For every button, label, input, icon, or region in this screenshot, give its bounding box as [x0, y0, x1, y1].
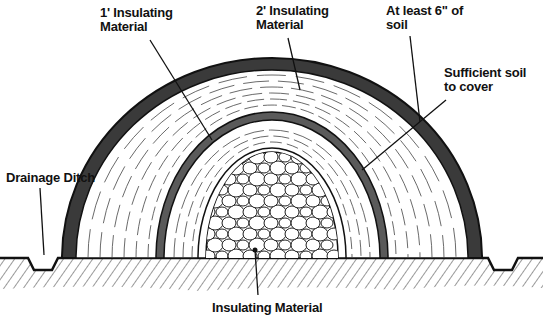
- crop-piece: [300, 207, 312, 217]
- crop-piece: [279, 152, 291, 162]
- crop-piece: [300, 185, 312, 195]
- leader-dot: [253, 248, 258, 253]
- stored-crop-pile: [206, 152, 338, 258]
- callout-label-box: Sufficient soil to cover: [444, 66, 538, 95]
- crop-piece: [279, 174, 291, 184]
- crop-piece: [306, 151, 320, 163]
- leader-lines: [40, 36, 446, 295]
- fibre-stroke: [148, 105, 396, 258]
- crop-piece: [300, 229, 312, 239]
- crop-piece: [222, 151, 236, 163]
- crop-piece: [258, 163, 270, 173]
- crop-piece: [249, 150, 265, 164]
- crop-piece: [207, 194, 223, 208]
- leader-line: [410, 36, 420, 122]
- crop-piece: [237, 218, 249, 228]
- crop-piece: [237, 152, 249, 162]
- crop-piece: [327, 184, 341, 196]
- fibre-stroke: [136, 99, 408, 258]
- leader-line: [362, 100, 446, 170]
- fibre-stroke: [100, 81, 444, 258]
- leader-line: [288, 38, 300, 90]
- crop-piece: [327, 162, 341, 174]
- callout-label-box: 1' Insulating Material: [100, 6, 192, 35]
- callout-label: Drainage Ditch: [6, 171, 95, 185]
- base-insulation-layer: [198, 148, 346, 258]
- crop-piece: [327, 250, 341, 262]
- outer-soil-layer: [62, 58, 482, 258]
- crop-piece: [207, 172, 223, 186]
- fibre-stroke: [88, 75, 456, 258]
- fibre-stroke: [183, 136, 361, 258]
- crop-piece: [237, 240, 249, 250]
- callout-label: At least 6" of soil: [386, 4, 468, 33]
- crop-piece: [321, 218, 333, 228]
- crop-piece: [327, 228, 341, 240]
- crop-piece: [258, 207, 270, 217]
- outer-insulation-layer: [76, 70, 468, 258]
- inner-soil-layer: [156, 112, 388, 258]
- ground-soil: [0, 258, 543, 291]
- callout-label: Sufficient soil to cover: [444, 66, 538, 95]
- inner-insulation-layer: [164, 120, 380, 258]
- fibre-stroke: [192, 142, 352, 258]
- crop-piece: [258, 251, 270, 261]
- crop-piece: [216, 251, 228, 261]
- crop-piece: [321, 196, 333, 206]
- inner-insulation-texture: [174, 130, 370, 258]
- crop-piece: [327, 206, 341, 218]
- ground-line: [0, 258, 543, 270]
- crop-piece: [237, 174, 249, 184]
- crop-piece: [216, 163, 228, 173]
- outer-insulation-texture: [88, 75, 456, 258]
- leader-line: [40, 188, 44, 255]
- crop-piece: [306, 173, 320, 185]
- crop-texture: [201, 150, 341, 263]
- callout-label-box: 2' Insulating Material: [256, 4, 352, 33]
- crop-piece: [300, 163, 312, 173]
- crop-piece: [279, 240, 291, 250]
- crop-piece: [216, 229, 228, 239]
- crop-piece: [321, 152, 333, 162]
- callout-label: 2' Insulating Material: [256, 4, 352, 33]
- crop-piece: [207, 216, 223, 230]
- crop-piece: [237, 196, 249, 206]
- callout-label-box: Insulating Material: [212, 298, 362, 316]
- callout-label-box: At least 6" of soil: [386, 4, 468, 33]
- crop-piece: [216, 185, 228, 195]
- crop-piece: [201, 162, 215, 174]
- fibre-stroke: [124, 93, 420, 258]
- crop-piece: [321, 240, 333, 250]
- callout-label: Insulating Material: [212, 301, 322, 315]
- fibre-stroke: [174, 130, 370, 258]
- crop-piece: [279, 218, 291, 228]
- crop-piece: [201, 184, 215, 196]
- leader-line: [150, 40, 212, 140]
- crop-piece: [258, 229, 270, 239]
- crop-piece: [201, 206, 215, 218]
- callout-label: 1' Insulating Material: [100, 6, 192, 35]
- callout-label-box: Drainage Ditch: [6, 168, 106, 186]
- crop-piece: [228, 161, 244, 175]
- crop-piece: [258, 185, 270, 195]
- crop-piece: [207, 150, 223, 164]
- leader-line: [255, 250, 258, 295]
- crop-piece: [264, 151, 278, 163]
- crop-piece: [300, 251, 312, 261]
- crop-piece: [321, 174, 333, 184]
- crop-piece: [312, 161, 328, 175]
- crop-piece: [216, 207, 228, 217]
- crop-piece: [279, 196, 291, 206]
- crop-piece: [291, 150, 307, 164]
